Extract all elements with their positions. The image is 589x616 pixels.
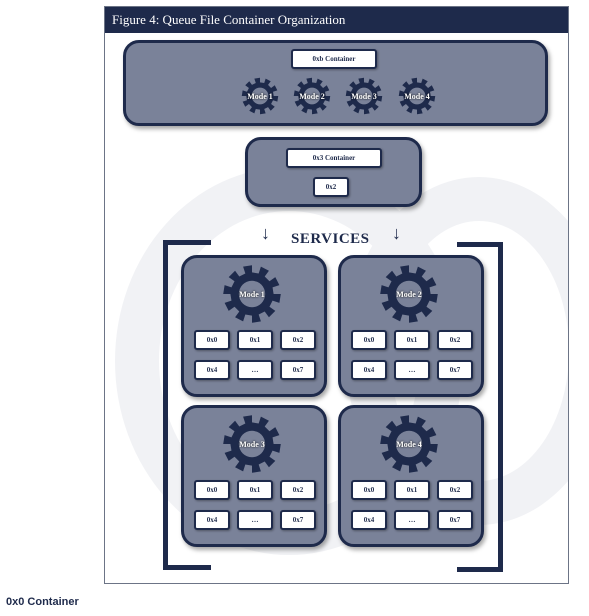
container-0x3: 0x3 Container 0x2 xyxy=(245,137,422,207)
gear-label: Mode 4 xyxy=(396,439,422,449)
queue-box: 0x0 xyxy=(194,330,230,350)
queue-box: 0x4 xyxy=(351,510,387,530)
queue-box: 0x4 xyxy=(194,510,230,530)
right-bracket xyxy=(457,242,503,572)
gear-icon: Mode 1 xyxy=(241,77,279,115)
gear-label: Mode 2 xyxy=(396,289,422,299)
queue-box: 0x7 xyxy=(437,510,473,530)
queue-box: 0x7 xyxy=(280,360,316,380)
gear-label: Mode 2 xyxy=(299,91,325,101)
service-mode-panel: Mode 1 0x0 0x1 0x2 0x4 … 0x7 xyxy=(181,255,327,397)
figure: Figure 4: Queue File Container Organizat… xyxy=(104,6,569,584)
queue-box: 0x0 xyxy=(351,330,387,350)
queue-box: 0x1 xyxy=(394,480,430,500)
service-mode-panel: Mode 4 0x0 0x1 0x2 0x4 … 0x7 xyxy=(338,405,484,547)
queue-box: 0x7 xyxy=(280,510,316,530)
service-mode-panel: Mode 2 0x0 0x1 0x2 0x4 … 0x7 xyxy=(338,255,484,397)
gear-label: Mode 3 xyxy=(239,439,265,449)
gear-label: Mode 1 xyxy=(247,91,273,101)
queue-box: 0x7 xyxy=(437,360,473,380)
queue-box: 0x2 xyxy=(437,480,473,500)
gear-label: Mode 3 xyxy=(351,91,377,101)
gear-label: Mode 4 xyxy=(404,91,430,101)
gear-icon: Mode 4 xyxy=(379,414,439,474)
queue-box: 0x4 xyxy=(351,360,387,380)
down-arrow-icon: ↓ xyxy=(392,223,401,243)
services-label: SERVICES xyxy=(291,231,370,247)
queue-box: 0x4 xyxy=(194,360,230,380)
queue-box: 0x2 xyxy=(280,480,316,500)
left-bracket xyxy=(163,240,211,570)
service-mode-panel: Mode 3 0x0 0x1 0x2 0x4 … 0x7 xyxy=(181,405,327,547)
queue-box: … xyxy=(394,360,430,380)
queue-box: … xyxy=(237,510,273,530)
figure-title: Figure 4: Queue File Container Organizat… xyxy=(105,7,568,33)
queue-box: 0x2 xyxy=(280,330,316,350)
container-0xb-label: 0xb Container xyxy=(291,49,377,69)
queue-box: 0x1 xyxy=(237,330,273,350)
container-0xb: 0xb Container Mode 1 Mode 2 Mode 3 Mode … xyxy=(123,40,548,126)
gear-icon: Mode 2 xyxy=(379,264,439,324)
queue-box: 0x1 xyxy=(237,480,273,500)
queue-box: 0x1 xyxy=(394,330,430,350)
container-0x2-box: 0x2 xyxy=(313,177,349,197)
gear-icon: Mode 3 xyxy=(345,77,383,115)
queue-box: … xyxy=(394,510,430,530)
queue-box: 0x0 xyxy=(351,480,387,500)
down-arrow-icon: ↓ xyxy=(261,223,270,243)
queue-box: … xyxy=(237,360,273,380)
gear-icon: Mode 1 xyxy=(222,264,282,324)
gear-icon: Mode 3 xyxy=(222,414,282,474)
gear-icon: Mode 4 xyxy=(398,77,436,115)
caption: 0x0 Container xyxy=(6,596,79,608)
container-0x3-label: 0x3 Container xyxy=(286,148,382,168)
queue-box: 0x0 xyxy=(194,480,230,500)
gear-label: Mode 1 xyxy=(239,289,265,299)
queue-box: 0x2 xyxy=(437,330,473,350)
gear-icon: Mode 2 xyxy=(293,77,331,115)
